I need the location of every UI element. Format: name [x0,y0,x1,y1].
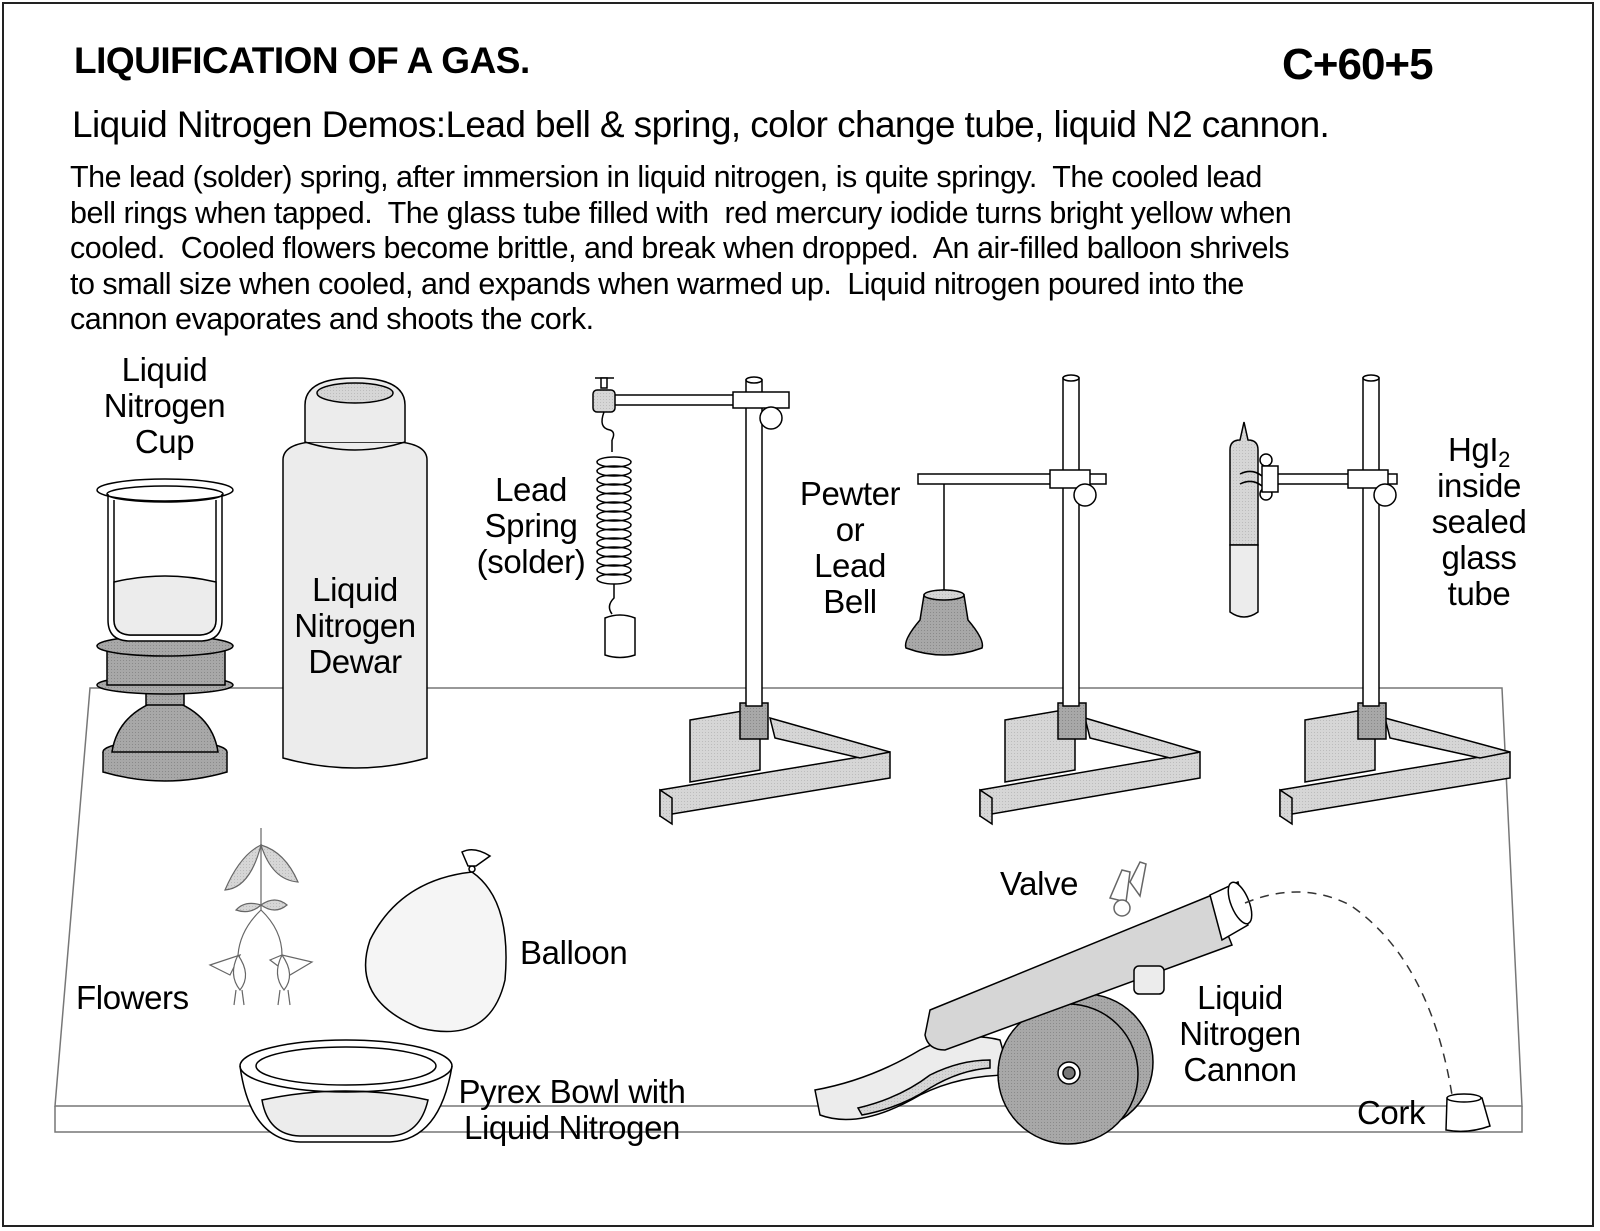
page-title: LIQUIFICATION OF A GAS. [74,40,530,81]
description-line: cooled. Cooled flowers become brittle, a… [70,231,1289,265]
description-line: The lead (solder) spring, after immersio… [70,160,1262,194]
liquid-nitrogen-cup-icon [96,478,234,782]
cork-icon [1445,1093,1491,1133]
description-line: bell rings when tapped. The glass tube f… [70,195,1292,230]
demo-code: C+60+5 [1282,40,1434,89]
ring-stand-1 [592,376,891,826]
dewar-flask-icon [282,377,428,769]
ring-stand-2 [904,374,1201,826]
label-cork: Cork [1357,1094,1426,1131]
balloon-icon [364,849,507,1033]
label-pewter-lead-bell: Pewter or Lead Bell [799,475,901,620]
label-balloon: Balloon [520,934,628,971]
description-paragraph: The lead (solder) spring, after immersio… [70,160,1570,338]
liquid-nitrogen-cannon-icon [814,861,1453,1145]
hgi2-glass-tube-icon [1229,421,1279,618]
label-hgi2-tube: HgI2 inside sealed glass tube [1431,431,1527,612]
description-line: cannon evaporates and shoots the cork. [70,302,594,336]
label-liquid-nitrogen-cup: Liquid Nitrogen Cup [103,351,226,460]
fuchsia-flowers-icon [208,828,314,1006]
description-line: to small size when cooled, and expands w… [70,266,1244,301]
page-subtitle: Liquid Nitrogen Demos:Lead bell & spring… [72,104,1330,145]
label-lead-spring: Lead Spring (solder) [476,471,586,580]
ring-stand-3 [1229,374,1511,826]
label-valve: Valve [1000,865,1079,902]
pyrex-bowl-icon [239,1039,453,1143]
label-flowers: Flowers [76,979,189,1016]
valve-icon [1108,861,1147,917]
label-liquid-nitrogen-dewar: Liquid Nitrogen Dewar [294,571,416,680]
label-pyrex-bowl: Pyrex Bowl with Liquid Nitrogen [458,1073,686,1146]
label-liquid-nitrogen-cannon: Liquid Nitrogen Cannon [1179,979,1301,1088]
lead-spring-icon [596,456,632,585]
